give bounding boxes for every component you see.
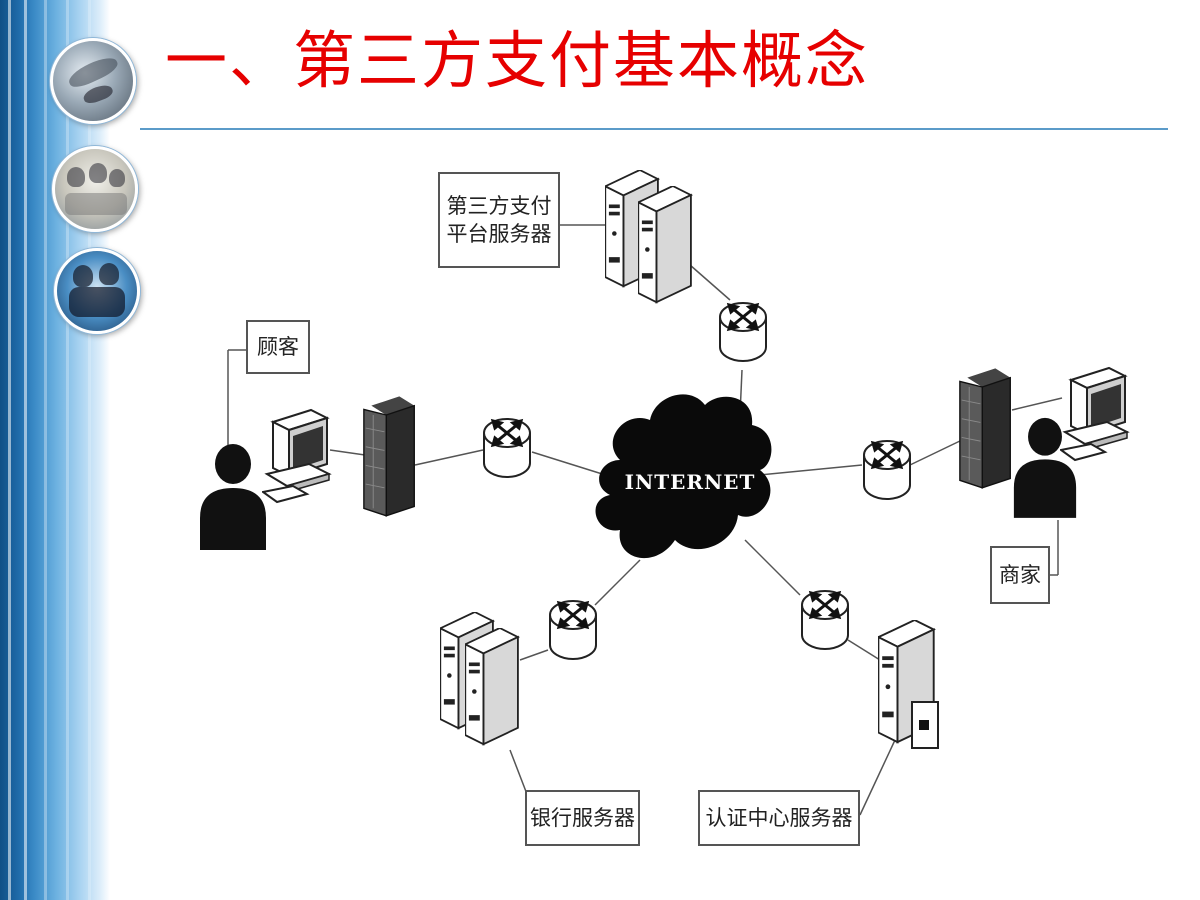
firewall-icon — [959, 367, 1011, 489]
router-icon — [548, 599, 598, 661]
computer-icon — [262, 408, 331, 504]
server-icon — [465, 628, 519, 746]
internet-cloud-icon — [595, 394, 772, 559]
ca-server-label: 认证中心服务器 — [698, 790, 860, 846]
platform-server-label: 第三方支付 平台服务器 — [438, 172, 560, 268]
title-underline — [140, 128, 1168, 130]
router-icon — [482, 417, 532, 479]
router-icon — [800, 589, 850, 651]
bar-stripe — [8, 0, 11, 900]
computer-icon — [1060, 366, 1129, 462]
bank-server-label: 银行服务器 — [525, 790, 640, 846]
bar-stripe — [24, 0, 27, 900]
bar-stripe — [88, 0, 91, 900]
decorative-photo-meeting — [52, 146, 138, 232]
router-icon — [862, 439, 912, 501]
decorative-photo-tools — [50, 38, 136, 124]
router-icon — [718, 301, 768, 363]
bar-stripe — [66, 0, 69, 900]
server-icon — [638, 186, 692, 304]
firewall-icon — [363, 395, 415, 517]
customer-label: 顾客 — [246, 320, 310, 374]
internet-label: INTERNET — [624, 470, 756, 494]
merchant-label: 商家 — [990, 546, 1050, 604]
bar-stripe — [44, 0, 47, 900]
decorative-photo-handshake — [54, 248, 140, 334]
page-title: 一、第三方支付基本概念 — [165, 24, 870, 97]
person-icon — [200, 444, 266, 550]
